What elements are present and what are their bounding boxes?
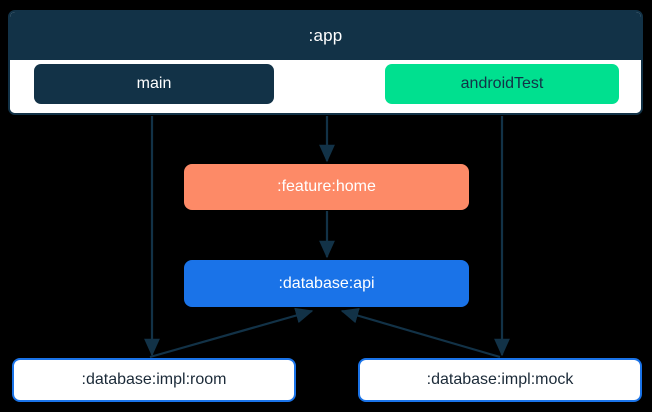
node-database-impl-room[interactable]: :database:impl:room — [12, 358, 296, 402]
node-database-api-label: :database:api — [278, 274, 375, 292]
source-set-main[interactable]: main — [34, 64, 274, 104]
node-database-api[interactable]: :database:api — [184, 260, 469, 307]
edge-database-impl-room-to-database-api — [149, 307, 314, 359]
node-database-impl-room-label: :database:impl:room — [81, 371, 227, 388]
source-set-androidtest-label: androidTest — [460, 75, 544, 92]
edge-database-impl-mock-to-database-api — [340, 307, 501, 359]
node-database-impl-mock[interactable]: :database:impl:mock — [358, 358, 642, 402]
source-set-main-label: main — [136, 75, 172, 92]
app-module-title: :app — [10, 12, 641, 60]
app-source-set-row: main androidTest — [10, 60, 641, 113]
app-module-container[interactable]: :app main androidTest — [8, 10, 643, 115]
node-feature-home-label: :feature:home — [277, 178, 376, 195]
node-database-impl-mock-label: :database:impl:mock — [426, 371, 574, 388]
source-set-androidtest[interactable]: androidTest — [385, 64, 619, 104]
node-feature-home[interactable]: :feature:home — [184, 164, 469, 210]
